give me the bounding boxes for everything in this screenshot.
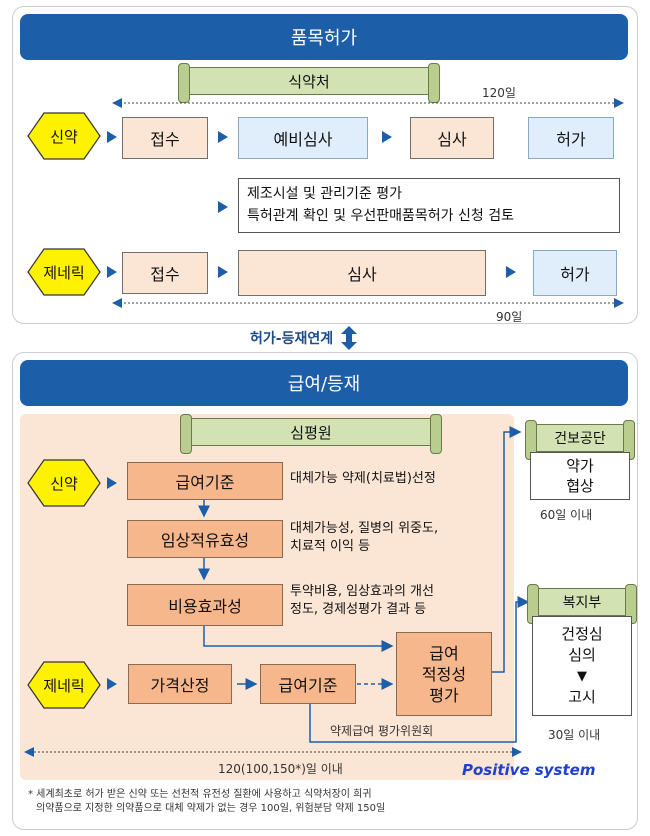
cost-note: 투약비용, 임상효과의 개선 정도, 경제성평가 결과 등 [290, 583, 434, 619]
arrow-icon [107, 477, 117, 489]
approval-listing-link: 허가-등재연계 [250, 326, 359, 350]
footnote-line-2: 의약품으로 지정한 의약품으로 대체 약제가 없는 경우 100일, 위험분담 … [36, 803, 386, 814]
mfds-banner: 식약처 [178, 63, 440, 103]
listing-new-drug-hexagon: 신약 [26, 458, 102, 508]
arrow-icon [107, 266, 117, 278]
mohw-banner: 복지부 [527, 584, 637, 624]
listing-generic-hexagon: 제네릭 [26, 660, 102, 710]
pricing-step: 가격산정 [128, 664, 232, 704]
committee-label: 약제급여 평가위원회 [330, 724, 434, 738]
listing-header: 급여/등재 [20, 360, 628, 406]
cost-effectiveness-step: 비용효과성 [127, 584, 283, 626]
arrow-icon [382, 131, 392, 143]
coverage-criteria-step: 급여기준 [127, 462, 283, 500]
arrow-icon [506, 266, 516, 278]
cost-note-line-1: 투약비용, 임상효과의 개선 [290, 584, 434, 599]
review-item-patent: 특허관계 확인 및 우선판매품목허가 신청 검토 [247, 208, 514, 224]
listing-generic-label: 제네릭 [43, 676, 85, 695]
coverage-note: 대체가능 약제(치료법)선정 [290, 471, 436, 486]
hira-banner: 심평원 [180, 414, 442, 454]
generic-label: 제네릭 [43, 263, 85, 282]
nhis-box: 약가 협상 [530, 452, 630, 500]
arrow-icon [218, 131, 228, 143]
clinical-effectiveness-step: 임상적유효성 [127, 520, 283, 558]
link-label: 허가-등재연계 [250, 331, 334, 347]
arrow-icon [218, 201, 228, 213]
receipt-step: 접수 [122, 117, 208, 159]
clinical-note-line-1: 대체가능성, 질병의 위중도, [290, 521, 439, 536]
listing-new-drug-label: 신약 [50, 474, 78, 493]
mohw-line-1: 건정심 [561, 625, 603, 643]
arrow-icon [218, 266, 228, 278]
generic-duration-arrow [112, 298, 624, 308]
adequacy-line-2: 적정성 [421, 664, 467, 684]
arrow-icon [107, 131, 117, 143]
generic-approval-step: 허가 [533, 250, 617, 296]
new-drug-label: 신약 [50, 127, 78, 146]
new-drug-duration-arrow [112, 98, 624, 108]
new-drug-hexagon: 신약 [26, 111, 102, 161]
nhis-banner: 건보공단 [525, 420, 635, 460]
cost-note-line-2: 정도, 경제성평가 결과 등 [290, 602, 427, 617]
up-down-arrow-icon [341, 326, 358, 350]
nhis-line-2: 협상 [566, 477, 594, 495]
mohw-line-2: 심의 [568, 646, 596, 664]
footnote: * 세계최초로 허가 받은 신약 또는 선천적 유전성 질환에 사용하고 식약처… [28, 788, 628, 816]
review-item-facility: 제조시설 및 관리기준 평가 [247, 186, 403, 202]
clinical-note-line-2: 치료적 이익 등 [290, 539, 371, 554]
adequacy-line-1: 급여 [429, 643, 459, 663]
generic-days: 90일 [496, 310, 523, 324]
down-arrow-icon: ▼ [577, 669, 587, 684]
approval-step: 허가 [528, 117, 614, 159]
pre-review-step: 예비심사 [238, 117, 368, 159]
clinical-note: 대체가능성, 질병의 위중도, 치료적 이익 등 [290, 520, 438, 556]
review-step: 심사 [410, 117, 494, 159]
positive-system-label: Positive system [462, 761, 596, 779]
mohw-days: 30일 이내 [548, 728, 601, 742]
approval-header: 품목허가 [20, 14, 628, 60]
mohw-final: 고시 [568, 688, 596, 706]
adequacy-line-3: 평가 [429, 685, 459, 705]
new-drug-days: 120일 [482, 86, 516, 100]
adequacy-evaluation-step: 급여 적정성 평가 [396, 632, 492, 716]
total-days: 120(100,150*)일 이내 [218, 762, 343, 776]
generic-hexagon: 제네릭 [26, 247, 102, 297]
generic-review-step: 심사 [238, 250, 486, 296]
generic-receipt-step: 접수 [122, 252, 208, 294]
mohw-box: 건정심 심의 ▼ 고시 [532, 616, 632, 716]
nhis-line-1: 약가 [566, 457, 594, 475]
arrow-icon [107, 678, 117, 690]
review-items-box: 제조시설 및 관리기준 평가 특허관계 확인 및 우선판매품목허가 신청 검토 [238, 178, 620, 233]
generic-coverage-criteria-step: 급여기준 [260, 664, 356, 704]
nhis-days: 60일 이내 [540, 508, 593, 522]
footnote-line-1: * 세계최초로 허가 받은 신약 또는 선천적 유전성 질환에 사용하고 식약처… [28, 789, 372, 800]
